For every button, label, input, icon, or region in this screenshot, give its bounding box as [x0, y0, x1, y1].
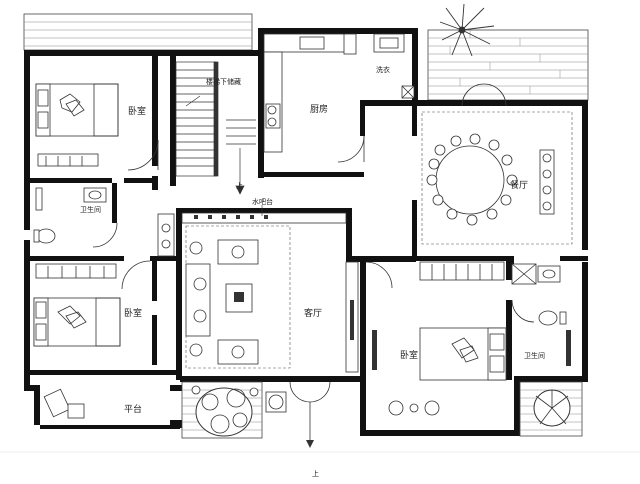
- label-bedroom-se: 卧室: [400, 349, 418, 361]
- top-left-terrace: [23, 13, 253, 51]
- terrace-sw-furniture: [40, 388, 180, 429]
- living-rug: [185, 225, 291, 369]
- living-entry-doors: [289, 381, 331, 403]
- wardrobe-se: [419, 261, 505, 281]
- exterior-walls: [24, 28, 588, 436]
- door-se-bedroom: [365, 261, 393, 289]
- bath-west-fixtures: [33, 187, 107, 244]
- bed-se: [419, 327, 507, 381]
- label-bedroom-west: 卧室: [124, 307, 142, 319]
- wardrobe-nw: [37, 153, 99, 167]
- se-bedroom-window: [372, 330, 377, 370]
- label-bath-west: 卫生间: [80, 205, 101, 214]
- label-stair-storage: 楼梯下储藏: [206, 77, 241, 86]
- door-west-bath: [92, 222, 118, 248]
- door-kitchen: [337, 135, 365, 163]
- dining-door-north: [461, 83, 507, 107]
- door-east-bath: [511, 299, 535, 323]
- stair-treads: [175, 61, 256, 195]
- laundry-fixtures: [373, 33, 415, 99]
- label-living: 客厅: [304, 307, 322, 319]
- dining-table: [426, 133, 518, 226]
- kitchen-counters: [263, 33, 357, 153]
- living-sofa-set: [185, 239, 259, 365]
- door-nw-bedroom: [127, 139, 159, 171]
- label-water-bar: 水吧台: [252, 197, 273, 206]
- living-side-cabinet: [157, 213, 175, 257]
- south-garden: [181, 381, 263, 439]
- dining-bay: [421, 111, 573, 245]
- label-kitchen: 厨房: [310, 103, 328, 115]
- label-dining: 餐厅: [510, 179, 528, 191]
- east-deck: [427, 29, 589, 101]
- water-bar-shelf: [181, 212, 347, 224]
- bed-nw: [35, 83, 119, 137]
- bed-west: [33, 297, 121, 347]
- bath-east-fixtures: [511, 263, 571, 366]
- se-garden: [519, 381, 583, 437]
- door-west-bedroom: [121, 260, 151, 290]
- plant-pot-icon: [265, 391, 287, 413]
- label-up-stair: 上: [236, 181, 243, 190]
- dining-sideboard: [539, 149, 555, 215]
- label-laundry: 洗衣: [376, 65, 390, 74]
- se-bedroom-chairs: [388, 400, 440, 416]
- label-bath-east: 卫生间: [524, 351, 545, 360]
- palm-tree-icon: [439, 3, 495, 57]
- tv-console: [345, 261, 359, 373]
- wardrobe-west: [35, 263, 117, 279]
- label-terrace: 平台: [124, 403, 142, 415]
- label-bedroom-nw: 卧室: [128, 105, 146, 117]
- interior-walls: [30, 56, 588, 380]
- entry-arrow-icon: [306, 402, 314, 448]
- label-up-entry: 上: [312, 469, 319, 478]
